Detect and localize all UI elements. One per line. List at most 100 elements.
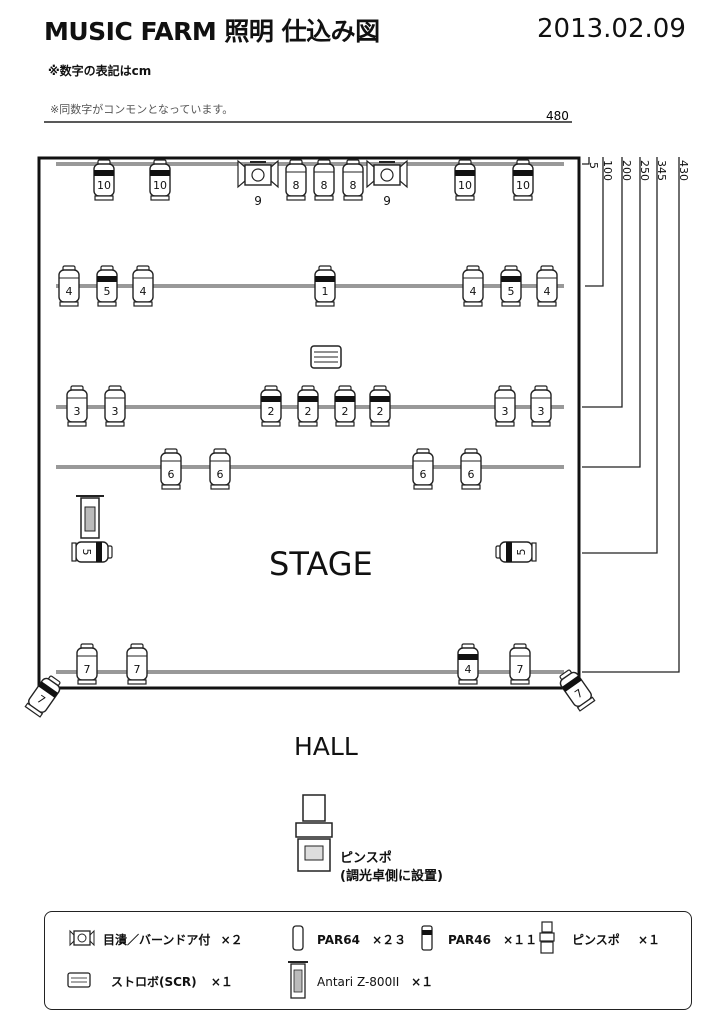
fixture-number: 2 <box>268 405 275 418</box>
legend-label: ストロボ(SCR) <box>111 975 197 989</box>
par46-fixture: 2 <box>369 385 391 427</box>
par64-fixture: 6 <box>160 448 182 490</box>
par46-fixture: 5 <box>96 265 118 307</box>
fixture-number: 2 <box>342 405 349 418</box>
par46-fixture: 2 <box>334 385 356 427</box>
pin-spot-note-line2: (調光卓側に設置) <box>340 869 443 884</box>
dimension-430: 430 <box>677 160 690 181</box>
fixture-number: 8 <box>293 179 300 192</box>
legend-count: ×２ <box>220 933 243 947</box>
fixture-number: 4 <box>544 285 551 298</box>
dimension-250: 250 <box>638 160 651 181</box>
legend-count: ×２３ <box>372 933 407 947</box>
par64-fixture: 8 <box>285 159 307 201</box>
fixture-number: 4 <box>470 285 477 298</box>
legend-barndoor: 目潰／バーンドア付 ×２ <box>103 931 243 948</box>
fixture-number: 3 <box>502 405 509 418</box>
fixture-number: 4 <box>66 285 73 298</box>
fixture-number: 9 <box>254 194 262 208</box>
legend-count: ×１ <box>411 975 434 989</box>
fixture-number: 10 <box>458 179 472 192</box>
par46-fixture: 10 <box>512 159 534 201</box>
par46-fixture: 5 <box>495 541 537 563</box>
legend-count: ×１１ <box>503 933 538 947</box>
par46-fixture: 4 <box>457 643 479 685</box>
fixture-number: 2 <box>377 405 384 418</box>
legend-count: ×１ <box>637 933 661 947</box>
fixture-number: 5 <box>80 549 93 556</box>
fixture-number: 3 <box>112 405 119 418</box>
front-fixtures: 7 7 4 7 <box>76 643 531 685</box>
fixture-number: 6 <box>168 468 175 481</box>
fixture-number: 8 <box>321 179 328 192</box>
par64-fixture: 3 <box>530 385 552 427</box>
pin-spot-note-line1: ピンスポ <box>340 851 392 866</box>
par64-fixture: 3 <box>494 385 516 427</box>
legend-icons <box>67 921 555 999</box>
par64-fixture: 8 <box>342 159 364 201</box>
fixture-number: 9 <box>383 194 391 208</box>
hall-label: HALL <box>294 732 358 761</box>
fixture-number: 4 <box>465 663 472 676</box>
legend-box: 目潰／バーンドア付 ×２ PAR64 ×２３ PAR46 ×１１ ピンスポ ×１… <box>44 911 692 1010</box>
legend-hazer: Antari Z-800II ×１ <box>317 973 433 990</box>
par64-fixture: 7 <box>509 643 531 685</box>
unit-note: ※数字の表記はcm <box>48 64 152 78</box>
legend-label: PAR64 <box>317 933 360 947</box>
width-dimension-label: 480 <box>546 109 569 123</box>
par46-fixture: 10 <box>454 159 476 201</box>
barndoor-fixture: 9 <box>237 159 279 208</box>
pin-spot-icon <box>295 794 333 872</box>
par64-fixture: 3 <box>104 385 126 427</box>
par46-fixture: 5 <box>71 541 113 563</box>
legend-count: ×１ <box>210 975 233 989</box>
par46-fixture: 2 <box>260 385 282 427</box>
dimension-5: 5 <box>587 162 600 169</box>
par64-fixture: 8 <box>313 159 335 201</box>
par64-fixture: 6 <box>460 448 482 490</box>
fixture-number: 10 <box>97 179 111 192</box>
par46-fixture: 7 <box>24 675 61 718</box>
dimension-200: 200 <box>620 160 633 181</box>
pin-spot-note: ピンスポ (調光卓側に設置) <box>340 850 443 886</box>
legend-label: PAR46 <box>448 933 491 947</box>
dimension-100: 100 <box>601 160 614 181</box>
fixture-number: 6 <box>468 468 475 481</box>
par46-fixture: 5 <box>500 265 522 307</box>
fixture-number: 6 <box>420 468 427 481</box>
par64-fixture: 4 <box>132 265 154 307</box>
fixture-number: 5 <box>508 285 515 298</box>
hazer-icon <box>76 495 104 539</box>
fixture-number: 3 <box>74 405 81 418</box>
fixture-number: 3 <box>538 405 545 418</box>
common-note: ※同数字がコンモンとなっています。 <box>50 103 234 116</box>
stage-label: STAGE <box>269 545 373 583</box>
legend-par64: PAR64 ×２３ <box>317 931 406 948</box>
fixture-number: 5 <box>104 285 111 298</box>
strobe-icon <box>310 345 342 369</box>
par64-fixture: 4 <box>462 265 484 307</box>
bar-1-fixtures: 10 10 9 8 8 8 9 10 10 <box>93 159 534 208</box>
legend-strobe: ストロボ(SCR) ×１ <box>111 973 233 990</box>
fixture-number: 7 <box>134 663 141 676</box>
par46-fixture: 7 <box>559 669 596 712</box>
fixture-number: 1 <box>322 285 329 298</box>
par64-fixture: 3 <box>66 385 88 427</box>
legend-label: 目潰／バーンドア付 <box>103 933 211 947</box>
par46-fixture: 10 <box>149 159 171 201</box>
dimension-345: 345 <box>655 160 668 181</box>
fixture-number: 10 <box>153 179 167 192</box>
diagram-date: 2013.02.09 <box>537 14 686 44</box>
par46-fixture: 1 <box>314 265 336 307</box>
fixture-number: 7 <box>84 663 91 676</box>
stage-outline <box>37 156 581 690</box>
par64-fixture: 7 <box>76 643 98 685</box>
fixture-number: 4 <box>140 285 147 298</box>
legend-label: Antari Z-800II <box>317 975 400 989</box>
fixture-number: 8 <box>350 179 357 192</box>
